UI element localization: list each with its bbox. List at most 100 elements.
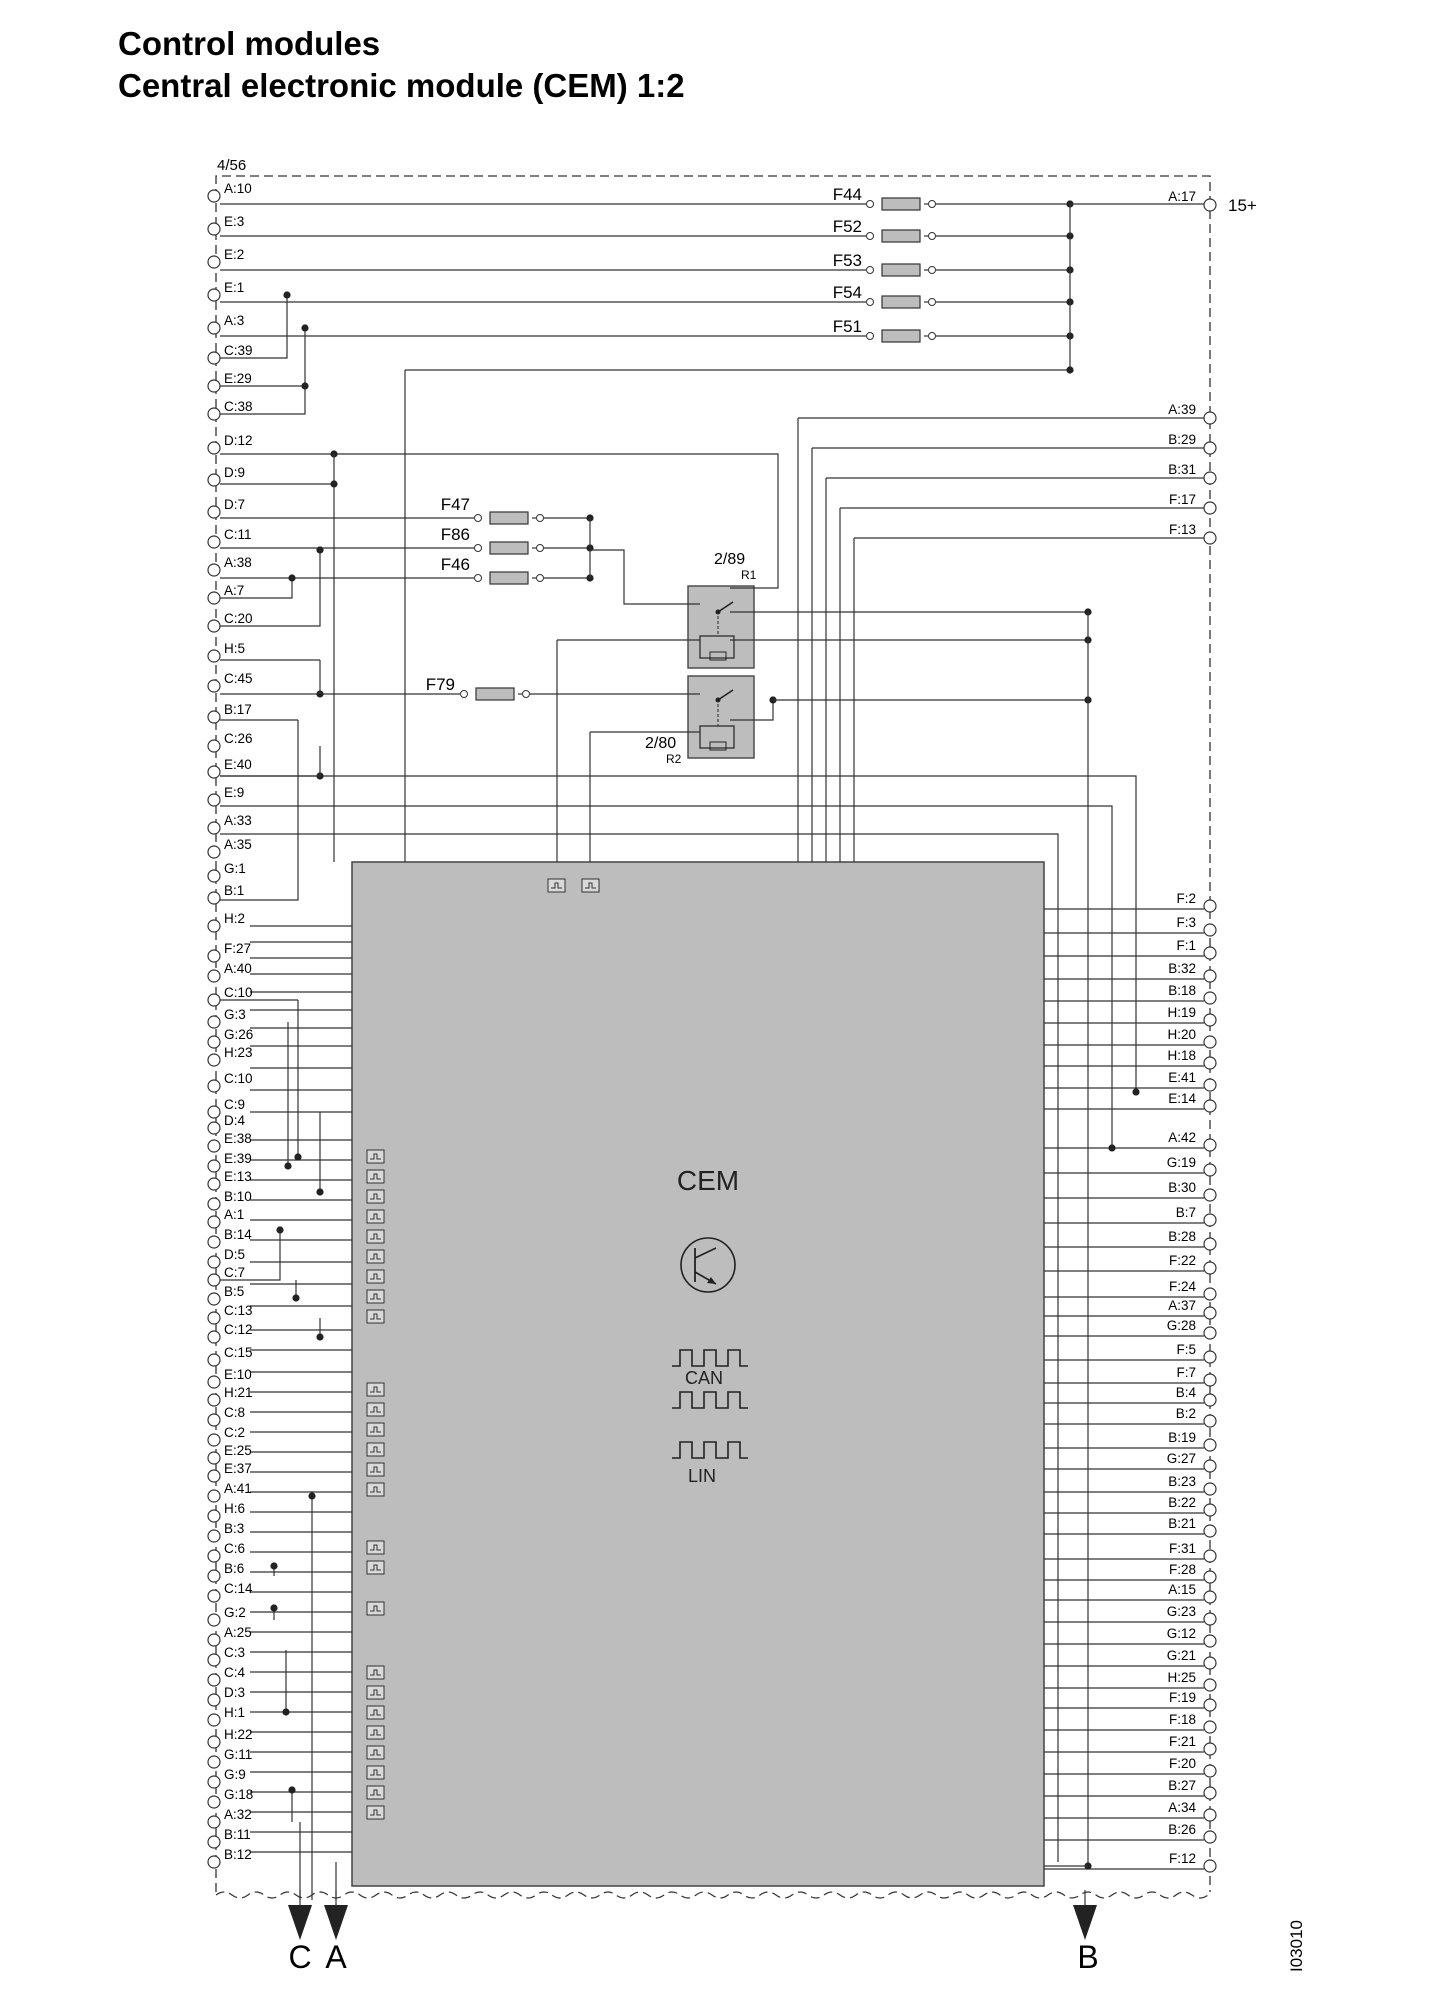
left-pin-terminal <box>207 1795 221 1809</box>
pin-symbol <box>366 1601 385 1616</box>
left-pin-label: H:5 <box>224 641 245 656</box>
left-pin-label: E:38 <box>224 1131 252 1146</box>
left-pin-label: G:18 <box>224 1787 253 1802</box>
left-pin-terminal <box>207 649 221 663</box>
left-pin-label: C:10 <box>224 985 253 1000</box>
left-pin-terminal <box>207 891 221 905</box>
right-pin-terminal <box>1203 946 1217 960</box>
left-pin-terminal <box>207 1159 221 1173</box>
wire <box>220 550 321 627</box>
right-pin-terminal <box>1203 923 1217 937</box>
right-pin-terminal <box>1203 441 1217 455</box>
right-pin-label: E:41 <box>1168 1070 1196 1085</box>
right-pin-terminal <box>1203 1188 1217 1202</box>
arrow-label: A <box>325 1939 347 1975</box>
left-pin-label: C:7 <box>224 1265 245 1280</box>
right-pin-label: B:32 <box>1168 961 1196 976</box>
left-pin-label: A:35 <box>224 837 252 852</box>
left-pin-label: C:6 <box>224 1541 245 1556</box>
right-pin-label: B:21 <box>1168 1516 1196 1531</box>
junction-dot <box>1132 1088 1140 1096</box>
right-pin-label: F:2 <box>1176 891 1196 906</box>
left-pin-label: E:10 <box>224 1367 252 1382</box>
left-pin-label: D:9 <box>224 465 245 480</box>
fuse-terminal <box>928 200 936 208</box>
wire <box>220 746 321 777</box>
pin-symbol <box>366 1785 385 1800</box>
left-pin-label: D:3 <box>224 1685 245 1700</box>
pin-symbol <box>366 1149 385 1164</box>
left-pin-label: E:40 <box>224 757 252 772</box>
left-pin-terminal <box>207 1589 221 1603</box>
left-pin-label: G:9 <box>224 1767 246 1782</box>
left-pin-terminal <box>207 189 221 203</box>
fuse-label: F86 <box>441 525 470 544</box>
fuse-label: F79 <box>426 675 455 694</box>
pin-symbol-mark <box>585 882 596 889</box>
left-pin-label: C:8 <box>224 1405 245 1420</box>
pin-symbol <box>366 1309 385 1324</box>
right-pin-label: F:17 <box>1169 492 1196 507</box>
left-pin-terminal <box>207 739 221 753</box>
left-pin-terminal <box>207 1529 221 1543</box>
right-pin-terminal <box>1203 1549 1217 1563</box>
pin-symbol-mark <box>370 1153 381 1160</box>
left-pin-label: C:10 <box>224 1071 253 1086</box>
left-pin-terminal <box>207 1255 221 1269</box>
right-pin-terminal <box>1203 1138 1217 1152</box>
right-pin-label: F:12 <box>1169 1851 1196 1866</box>
right-pin-terminal <box>1203 1570 1217 1584</box>
left-pin-label: G:11 <box>224 1747 252 1762</box>
fuse-body <box>489 571 529 585</box>
right-pin-terminal <box>1203 531 1217 545</box>
right-pin-terminal <box>1203 471 1217 485</box>
right-pin-terminal <box>1203 1786 1217 1800</box>
pin-symbol-mark <box>370 1669 381 1676</box>
right-pin-terminal <box>1203 501 1217 515</box>
left-pin-terminal <box>207 1775 221 1789</box>
pin-symbol-mark <box>370 1273 381 1280</box>
left-pin-label: G:2 <box>224 1605 246 1620</box>
wire <box>825 477 1204 862</box>
right-pin-terminal <box>1203 1237 1217 1251</box>
arrow-head <box>1073 1905 1097 1940</box>
wire <box>839 507 1204 862</box>
left-pin-terminal <box>207 1053 221 1067</box>
fuse-terminal <box>928 266 936 274</box>
module-pin-symbols <box>366 878 600 1820</box>
can-label: CAN <box>685 1368 723 1388</box>
relay-r2-ref: R2 <box>666 752 682 766</box>
right-pin-terminal <box>1203 411 1217 425</box>
wire <box>797 417 1204 862</box>
junction-dot <box>282 1708 290 1716</box>
left-pin-terminal <box>207 1330 221 1344</box>
left-pin-terminal <box>207 765 221 779</box>
left-pin-terminal <box>207 1139 221 1153</box>
arrow-head <box>324 1905 348 1940</box>
left-pin-terminal <box>207 1015 221 1029</box>
left-pin-label: E:37 <box>224 1461 252 1476</box>
left-pin-label: E:3 <box>224 214 244 229</box>
left-pin-terminal <box>207 969 221 983</box>
pin-symbol-mark <box>370 1406 381 1413</box>
fuse-terminal <box>460 690 468 698</box>
left-pin-label: C:12 <box>224 1322 253 1337</box>
supply-label: 15+ <box>1228 196 1257 215</box>
right-pin-label: F:22 <box>1169 1253 1196 1268</box>
left-pin-label: B:11 <box>224 1827 251 1842</box>
pin-symbol-mark <box>370 1486 381 1493</box>
wire <box>220 833 1059 1862</box>
pin-symbol-mark <box>370 1689 381 1696</box>
pin-symbol-mark <box>370 1809 381 1816</box>
fuse-terminal <box>866 266 874 274</box>
right-pin-terminal <box>1203 1261 1217 1275</box>
pin-symbol-mark <box>370 1769 381 1776</box>
arrow-label: B <box>1077 1939 1098 1975</box>
left-pin-terminal <box>207 1633 221 1647</box>
left-pin-terminal <box>207 993 221 1007</box>
junction-dot <box>1066 366 1074 374</box>
pin-symbol-mark <box>370 1544 381 1551</box>
right-pin-terminal <box>1203 969 1217 983</box>
